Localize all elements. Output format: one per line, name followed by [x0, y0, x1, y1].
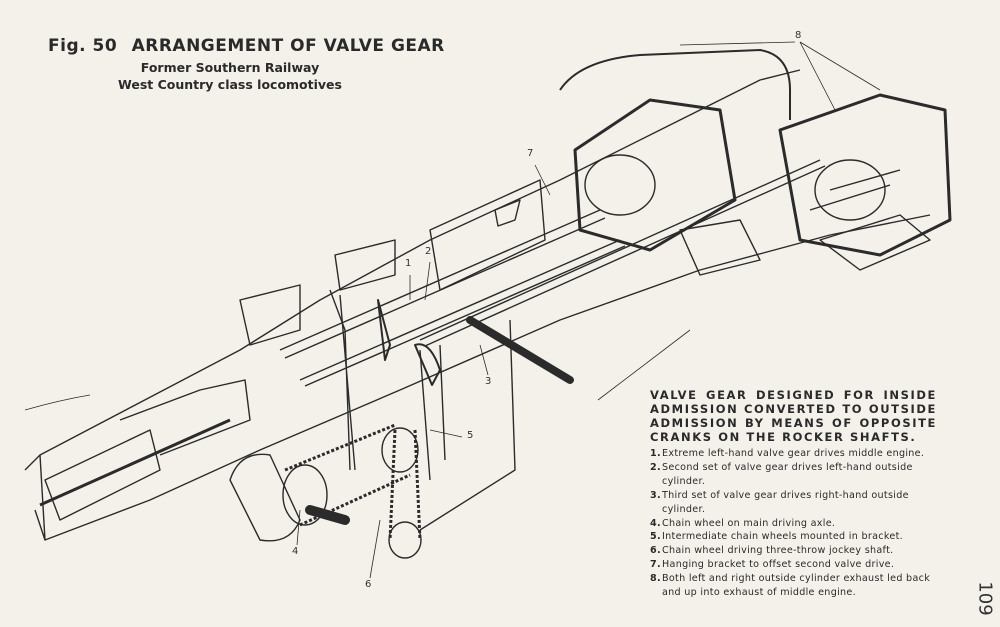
list-item: 7.Hanging bracket to offset second valve… [650, 558, 937, 572]
list-item: 1.Extreme left-hand valve gear drives mi… [650, 447, 937, 461]
callout-5: 5 [467, 430, 474, 441]
item-number: 3. [650, 489, 661, 501]
callout-1: 1 [405, 258, 412, 269]
callout-7: 7 [527, 148, 534, 159]
caption: VALVE GEAR DESIGNED FOR INSIDE ADMISSION… [650, 388, 937, 600]
caption-heading: VALVE GEAR DESIGNED FOR INSIDE ADMISSION… [650, 388, 937, 444]
figure-heading: ARRANGEMENT OF VALVE GEAR [131, 36, 445, 56]
list-item: 6.Chain wheel driving three-throw jockey… [650, 544, 937, 558]
callout-6: 6 [365, 579, 372, 590]
callout-8: 8 [795, 30, 802, 41]
page-number: 109 [974, 581, 996, 616]
item-number: 1. [650, 448, 661, 459]
item-number: 2. [650, 461, 661, 473]
item-number: 4. [650, 517, 661, 529]
caption-heading-line: ADMISSION BY MEANS OF OPPOSITE [650, 416, 937, 430]
callout-3: 3 [485, 376, 492, 387]
list-item: 8.Both left and right outside cylinder e… [650, 572, 937, 600]
list-item: 4.Chain wheel on main driving axle. [650, 517, 937, 531]
item-text: Extreme left-hand valve gear drives midd… [662, 448, 925, 459]
caption-heading-line: ADMISSION CONVERTED TO OUTSIDE [650, 402, 937, 416]
figure-subtitle-2: West Country class locomotives [118, 77, 342, 92]
item-text: Both left and right outside cylinder exh… [662, 573, 931, 599]
list-item: 2.Second set of valve gear drives left-h… [650, 461, 937, 489]
item-text: Hanging bracket to offset second valve d… [662, 559, 895, 571]
item-number: 5. [650, 531, 661, 543]
item-number: 6. [650, 545, 661, 557]
list-item: 5.Intermediate chain wheels mounted in b… [650, 530, 937, 544]
item-text: Second set of valve gear drives left-han… [662, 461, 913, 487]
figure-subtitle-1: Former Southern Railway [140, 60, 320, 75]
item-text: Chain wheel on main driving axle. [662, 517, 836, 529]
caption-list: 1.Extreme left-hand valve gear drives mi… [650, 447, 937, 600]
caption-heading-line: CRANKS ON THE ROCKER SHAFTS. [650, 430, 917, 444]
item-text: Chain wheel driving three-throw jockey s… [662, 545, 894, 557]
list-item: 3.Third set of valve gear drives right-h… [650, 489, 937, 517]
item-text: Intermediate chain wheels mounted in bra… [662, 531, 904, 543]
item-number: 7. [650, 559, 661, 571]
item-number: 8. [650, 573, 661, 585]
callout-4: 4 [292, 546, 299, 557]
caption-heading-line: VALVE GEAR DESIGNED FOR INSIDE [650, 388, 937, 402]
callout-2: 2 [425, 246, 432, 257]
figure-label: Fig. 50 [48, 36, 118, 56]
figure-title: Fig. 50 ARRANGEMENT OF VALVE GEAR [48, 36, 445, 56]
item-text: Third set of valve gear drives right-han… [662, 489, 909, 515]
